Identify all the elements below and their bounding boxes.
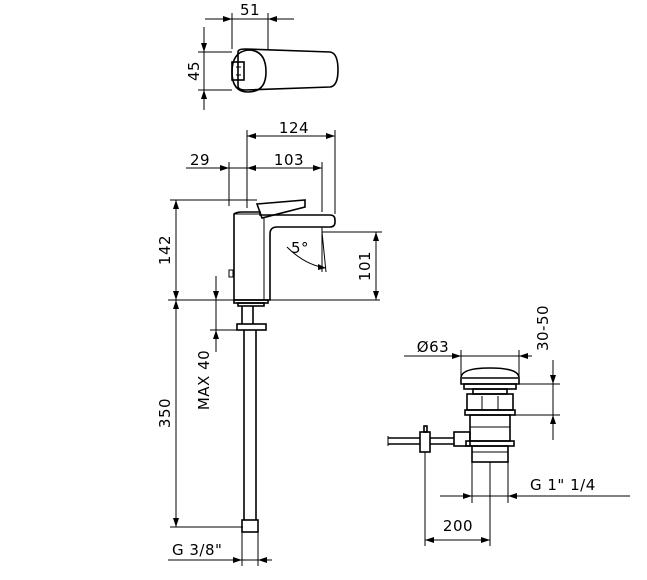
dim-hose-length: 350 (156, 398, 174, 428)
dim-max-deck: MAX 40 (195, 350, 213, 410)
dim-plug-lift: 30-50 (534, 305, 552, 351)
dim-overall-length: 124 (279, 119, 309, 137)
dim-spout-reach: 103 (274, 151, 304, 169)
dim-spout-height: 101 (356, 251, 374, 281)
dim-waste-thread: G 1" 1/4 (530, 476, 596, 494)
dim-hose-thread: G 3/8" (172, 541, 222, 559)
dim-plug-diameter: Ø63 (417, 338, 449, 356)
waste-view: Ø63 30-50 G 1" 1/4 200 (387, 305, 630, 546)
front-view: 124 29 103 142 101 5° MAX 40 (156, 119, 382, 566)
dim-body-offset: 29 (190, 151, 210, 169)
top-view: 51 45 (185, 1, 339, 110)
dim-body-height: 142 (156, 235, 174, 265)
dim-top-height: 45 (185, 61, 203, 81)
dim-lever-angle: 5° (291, 239, 309, 257)
dim-top-width: 51 (240, 1, 260, 19)
dim-rod-length: 200 (443, 517, 473, 535)
